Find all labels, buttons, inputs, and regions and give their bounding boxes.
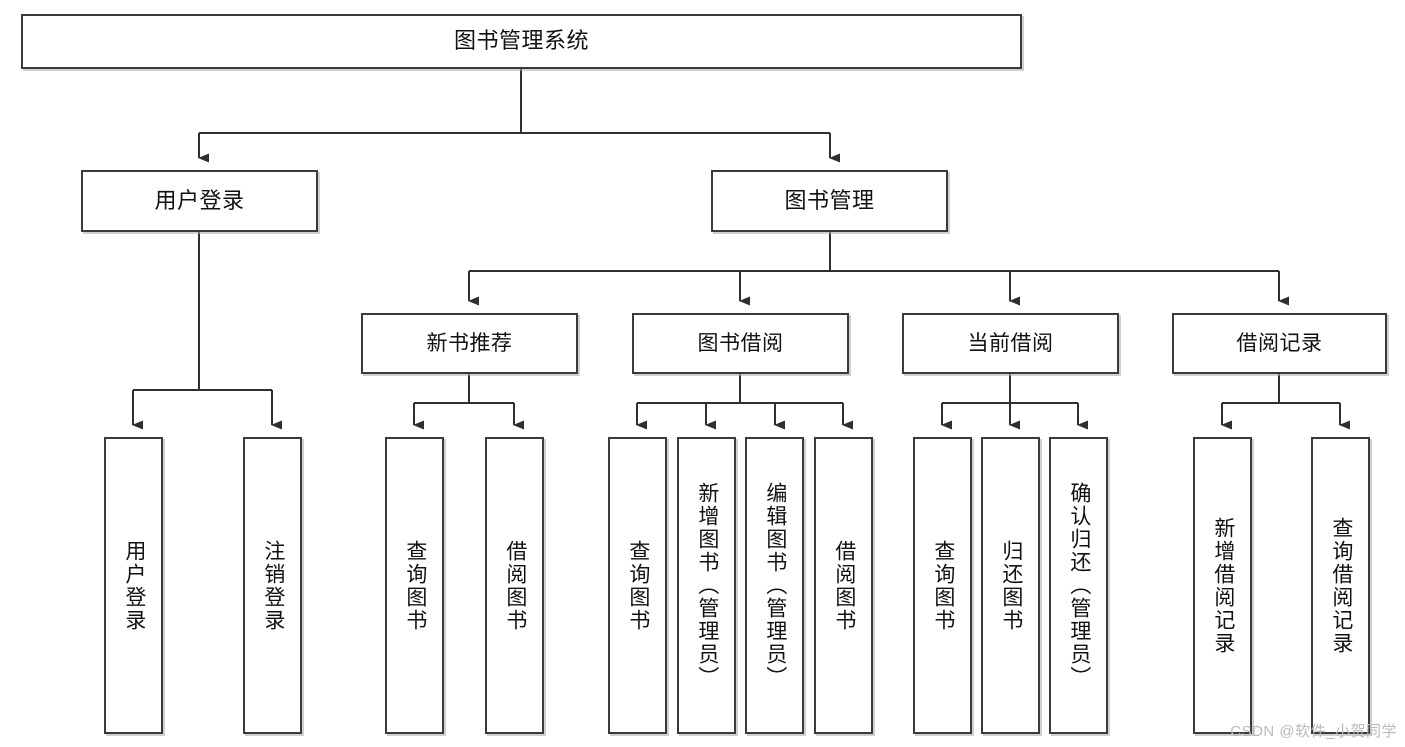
node-leaf-add-book-admin[interactable]: 新增图书（管理员） <box>677 437 736 734</box>
node-leaf-query-borrow-record[interactable]: 查询借阅记录 <box>1311 437 1370 734</box>
node-leaf-add-borrow-record[interactable]: 新增借阅记录 <box>1193 437 1252 734</box>
node-label: 借阅图书 <box>832 539 856 632</box>
node-label: 归还图书 <box>999 539 1023 632</box>
node-label: 注销登录 <box>261 539 285 632</box>
node-leaf-query-book-2[interactable]: 查询图书 <box>608 437 667 734</box>
node-label: 图书借阅 <box>697 331 784 355</box>
node-new-book-recommend[interactable]: 新书推荐 <box>361 313 578 374</box>
node-label: 查询图书 <box>931 539 955 632</box>
node-label: 查询图书 <box>403 539 427 632</box>
node-label: 编辑图书（管理员） <box>763 482 787 689</box>
node-leaf-borrow-book-2[interactable]: 借阅图书 <box>814 437 873 734</box>
node-label: 当前借阅 <box>967 331 1054 355</box>
node-label: 查询图书 <box>626 539 650 632</box>
node-label: 图书管理 <box>784 187 875 213</box>
node-label: 用户登录 <box>154 187 245 213</box>
node-user-login[interactable]: 用户登录 <box>81 170 318 232</box>
node-label: 图书管理系统 <box>453 28 589 54</box>
node-leaf-user-login[interactable]: 用户登录 <box>104 437 163 734</box>
node-leaf-confirm-return-admin[interactable]: 确认归还（管理员） <box>1049 437 1108 734</box>
node-leaf-logout-login[interactable]: 注销登录 <box>243 437 302 734</box>
node-leaf-query-book-3[interactable]: 查询图书 <box>913 437 972 734</box>
node-leaf-return-book[interactable]: 归还图书 <box>981 437 1040 734</box>
node-leaf-borrow-book-1[interactable]: 借阅图书 <box>485 437 544 734</box>
node-label: 用户登录 <box>122 539 146 632</box>
node-label: 新增借阅记录 <box>1211 516 1235 655</box>
node-label: 新书推荐 <box>426 331 513 355</box>
node-label: 新增图书（管理员） <box>695 482 719 689</box>
node-current-borrow[interactable]: 当前借阅 <box>902 313 1119 374</box>
node-book-management[interactable]: 图书管理 <box>711 170 948 232</box>
node-borrow-record[interactable]: 借阅记录 <box>1172 313 1387 374</box>
node-label: 确认归还（管理员） <box>1067 482 1091 689</box>
node-leaf-query-book-1[interactable]: 查询图书 <box>385 437 444 734</box>
node-root-book-management-system[interactable]: 图书管理系统 <box>21 14 1022 69</box>
node-leaf-edit-book-admin[interactable]: 编辑图书（管理员） <box>745 437 804 734</box>
node-label: 借阅记录 <box>1236 331 1323 355</box>
node-label: 查询借阅记录 <box>1329 516 1353 655</box>
node-book-borrow[interactable]: 图书借阅 <box>632 313 849 374</box>
node-label: 借阅图书 <box>503 539 527 632</box>
